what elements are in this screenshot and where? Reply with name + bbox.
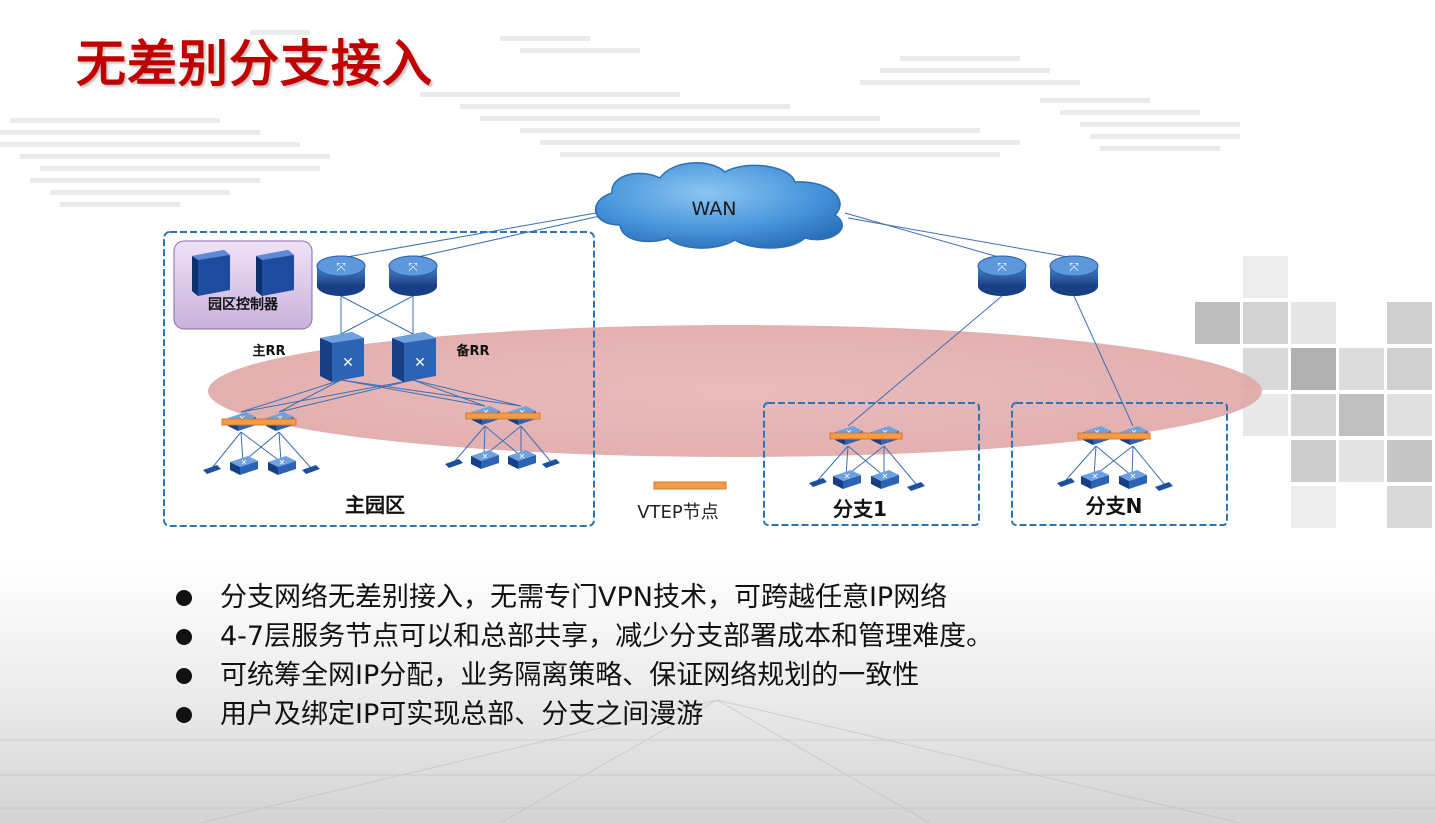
bullet-text: 分支网络无差别接入，无需专门VPN技术，可跨越任意IP网络 bbox=[220, 582, 948, 613]
bullet-list: 分支网络无差别接入，无需专门VPN技术，可跨越任意IP网络 4-7层服务节点可以… bbox=[172, 578, 993, 734]
server-icon bbox=[256, 250, 294, 296]
access-switch-icon: ✕ bbox=[1081, 470, 1109, 489]
bullet-dot-icon bbox=[176, 628, 192, 645]
router-main-1: ⤧ bbox=[316, 255, 366, 296]
svg-text:✕: ✕ bbox=[342, 355, 354, 371]
bullet-text: 可统筹全网IP分配，业务隔离策略、保证网络规划的一致性 bbox=[220, 660, 920, 691]
terminal-icon bbox=[542, 459, 560, 468]
vtep-bar bbox=[465, 412, 541, 420]
network-links bbox=[211, 212, 1165, 485]
svg-text:⤧: ⤧ bbox=[336, 260, 346, 274]
router-branch1: ⤧ bbox=[977, 255, 1027, 296]
vxlan-overlay-ellipse bbox=[208, 325, 1262, 457]
vtep-legend-label: VTEP节点 bbox=[637, 502, 719, 523]
terminal-icon bbox=[203, 465, 221, 474]
main-campus-label: 主园区 bbox=[345, 493, 405, 517]
svg-text:✕: ✕ bbox=[519, 452, 526, 461]
core-switch-backup-rr: ✕ bbox=[392, 332, 436, 382]
access-switch-icon: ✕ bbox=[471, 450, 499, 469]
svg-text:✕: ✕ bbox=[279, 458, 286, 467]
bullet-text: 用户及绑定IP可实现总部、分支之间漫游 bbox=[220, 699, 704, 730]
bullet-item: 4-7层服务节点可以和总部共享，减少分支部署成本和管理难度。 bbox=[172, 617, 993, 656]
terminal-icon bbox=[907, 482, 925, 491]
access-switch-icon: ✕ bbox=[508, 450, 536, 469]
vtep-legend-swatch bbox=[653, 481, 727, 490]
main-campus-box bbox=[163, 231, 595, 527]
svg-text:✕: ✕ bbox=[241, 458, 248, 467]
svg-text:✕: ✕ bbox=[844, 472, 851, 481]
bullet-dot-icon bbox=[176, 706, 192, 723]
access-switch-icon: ✕ bbox=[230, 456, 258, 475]
terminal-icon bbox=[1057, 478, 1075, 487]
campus-controller: 园区控制器 bbox=[173, 240, 313, 330]
server-icon bbox=[192, 250, 230, 296]
access-switch-icon: ✕ bbox=[1119, 470, 1147, 489]
controller-label: 园区控制器 bbox=[208, 296, 279, 313]
vtep-bar bbox=[829, 432, 903, 440]
backup-rr-label: 备RR bbox=[455, 343, 489, 359]
bullet-dot-icon bbox=[176, 667, 192, 684]
bullet-item: 分支网络无差别接入，无需专门VPN技术，可跨越任意IP网络 bbox=[172, 578, 993, 617]
branchN-box bbox=[1011, 402, 1228, 526]
svg-text:⤧: ⤧ bbox=[1069, 260, 1079, 274]
branch1-box bbox=[763, 402, 980, 526]
router-branchN: ⤧ bbox=[1049, 255, 1099, 296]
page-title: 无差别分支接入 bbox=[76, 34, 433, 93]
svg-text:✕: ✕ bbox=[414, 355, 426, 371]
terminal-icon bbox=[1155, 482, 1173, 491]
vtep-bar bbox=[221, 418, 297, 426]
access-switch-icon: ✕ bbox=[833, 470, 861, 489]
terminal-icon bbox=[809, 478, 827, 487]
aggregation-switches: ✕✕✕✕✕✕✕✕ bbox=[221, 406, 1151, 445]
bullet-text: 4-7层服务节点可以和总部共享，减少分支部署成本和管理难度。 bbox=[220, 621, 994, 652]
wan-cloud-icon bbox=[594, 162, 843, 249]
bullet-dot-icon bbox=[176, 589, 192, 606]
access-switch-icon: ✕ bbox=[268, 456, 296, 475]
terminal-icon bbox=[445, 459, 463, 468]
branch1-label: 分支1 bbox=[833, 497, 887, 521]
vtep-bar bbox=[1077, 432, 1151, 440]
main-rr-label: 主RR bbox=[252, 343, 285, 359]
bullet-item: 可统筹全网IP分配，业务隔离策略、保证网络规划的一致性 bbox=[172, 656, 993, 695]
router-main-2: ⤧ bbox=[388, 255, 438, 296]
svg-text:✕: ✕ bbox=[882, 472, 889, 481]
svg-text:✕: ✕ bbox=[1092, 472, 1099, 481]
svg-text:⤧: ⤧ bbox=[408, 260, 418, 274]
wan-label: WAN bbox=[692, 198, 737, 220]
access-switch-icon: ✕ bbox=[871, 470, 899, 489]
terminal-icon bbox=[302, 465, 320, 474]
svg-text:✕: ✕ bbox=[482, 452, 489, 461]
branchN-label: 分支N bbox=[1086, 494, 1143, 518]
svg-text:✕: ✕ bbox=[1130, 472, 1137, 481]
svg-text:⤧: ⤧ bbox=[997, 260, 1007, 274]
bullet-item: 用户及绑定IP可实现总部、分支之间漫游 bbox=[172, 695, 993, 734]
core-switch-main-rr: ✕ bbox=[320, 332, 364, 382]
access-switches: ✕ ✕ ✕ ✕ ✕ ✕ ✕ ✕ bbox=[203, 450, 1173, 491]
